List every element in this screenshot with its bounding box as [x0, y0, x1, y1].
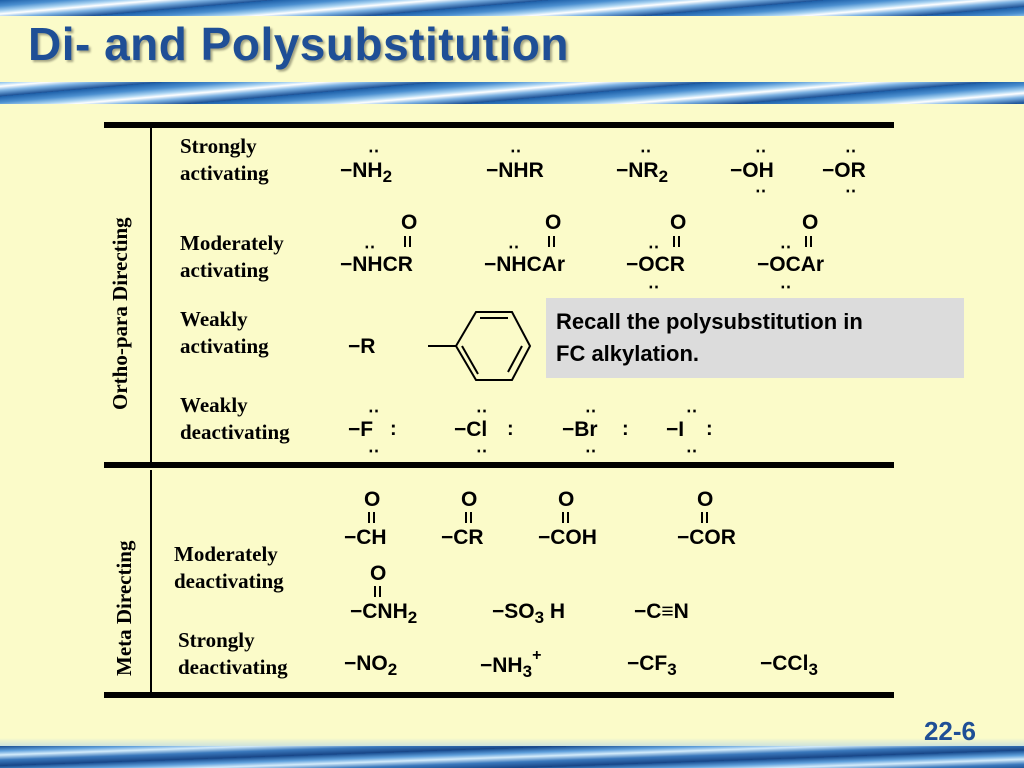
lone-pair: ‥ [368, 437, 381, 456]
category-strongly-deactivating: Strongly deactivating [178, 628, 288, 679]
group-cnh2: −CNH2 [350, 600, 418, 627]
slide-number: 22-6 [923, 716, 976, 746]
category-weakly-deactivating: Weakly deactivating [180, 393, 290, 444]
carbonyl-oxygen: O [364, 488, 381, 511]
group-nhcar: −NHCAr [484, 253, 566, 276]
double-bond [374, 586, 381, 597]
table-top-rule [104, 122, 894, 128]
group-cor: −COR [677, 526, 736, 549]
lone-pair: ‥ [585, 437, 598, 456]
group-cl: −Cl [454, 418, 488, 441]
lone-pair-colon: : [507, 418, 514, 440]
bottom-banner-fade [0, 738, 1024, 746]
lone-pair: ‥ [686, 397, 699, 416]
group-f: −F [348, 418, 374, 441]
double-bond [805, 236, 812, 247]
group-coh: −COH [538, 526, 597, 549]
group-ocar: −OCAr [757, 253, 825, 276]
double-bond [673, 236, 680, 247]
group-nhcr: −NHCR [340, 253, 413, 276]
carbonyl-oxygen: O [670, 211, 687, 234]
phenyl-ring-icon [428, 311, 532, 381]
lone-pair: ‥ [845, 177, 858, 196]
section-divider-rule [104, 462, 894, 468]
lone-pair-colon: : [390, 418, 397, 440]
carbonyl-oxygen: O [802, 211, 819, 234]
carbonyl-oxygen: O [370, 562, 387, 585]
lone-pair: ‥ [845, 137, 858, 156]
lone-pair: ‥ [755, 137, 768, 156]
lone-pair: ‥ [780, 233, 793, 252]
lone-pair: ‥ [476, 397, 489, 416]
category-weakly-activating: Weakly activating [180, 307, 269, 358]
carbonyl-oxygen: O [461, 488, 478, 511]
polysubstitution-note: Recall the polysubstitution in FC alkyla… [546, 298, 964, 378]
meta-column-rule [150, 470, 152, 692]
group-no2: −NO2 [344, 652, 398, 679]
ortho-para-section-label: Ortho-para Directing [108, 217, 132, 410]
group-nhr: −NHR [486, 159, 544, 182]
group-cf3: −CF3 [627, 652, 677, 679]
ortho-para-column-rule [150, 128, 152, 462]
double-bond [562, 512, 569, 523]
group-cr: −CR [441, 526, 484, 549]
double-bond [548, 236, 555, 247]
category-moderately-activating: Moderately activating [180, 231, 284, 282]
slide-title: Di- and Polysubstitution [28, 18, 569, 70]
double-bond [404, 236, 411, 247]
group-or: −OR [822, 159, 866, 182]
group-oh: −OH [730, 159, 774, 182]
lone-pair: ‥ [755, 177, 768, 196]
bottom-banner [0, 746, 1024, 768]
lone-pair: ‥ [640, 137, 653, 156]
group-br: −Br [562, 418, 598, 441]
lone-pair-colon: : [622, 418, 629, 440]
group-nh3: −NH3+ [480, 647, 542, 681]
group-r: −R [348, 335, 376, 358]
double-bond [465, 512, 472, 523]
group-cn: −C≡N [634, 600, 689, 623]
group-ccl3: −CCl3 [760, 652, 818, 679]
title-strip [0, 16, 1024, 82]
group-ocr: −OCR [626, 253, 685, 276]
group-so3h: −SO3 H [492, 600, 566, 627]
lone-pair: ‥ [648, 233, 661, 252]
category-strongly-activating: Strongly activating [180, 134, 269, 185]
lone-pair: ‥ [686, 437, 699, 456]
carbonyl-oxygen: O [697, 488, 714, 511]
double-bond [368, 512, 375, 523]
meta-section-label: Meta Directing [112, 540, 136, 676]
lone-pair: ‥ [585, 397, 598, 416]
top-banner [0, 0, 1024, 104]
lone-pair: ‥ [648, 273, 661, 292]
lone-pair: ‥ [508, 233, 521, 252]
double-bond [701, 512, 708, 523]
category-moderately-deactivating: Moderately deactivating [174, 542, 284, 593]
lone-pair: ‥ [780, 273, 793, 292]
lone-pair: ‥ [364, 233, 377, 252]
lone-pair: ‥ [368, 137, 381, 156]
lone-pair-colon: : [706, 418, 713, 440]
carbonyl-oxygen: O [545, 211, 562, 234]
group-nh2: −NH2 [340, 159, 393, 186]
lone-pair: ‥ [368, 397, 381, 416]
carbonyl-oxygen: O [401, 211, 418, 234]
group-i: −I [666, 418, 685, 441]
lone-pair: ‥ [510, 137, 523, 156]
group-nr2: −NR2 [616, 159, 669, 186]
group-ch: −CH [344, 526, 387, 549]
carbonyl-oxygen: O [558, 488, 575, 511]
table-bottom-rule [104, 692, 894, 698]
lone-pair: ‥ [476, 437, 489, 456]
